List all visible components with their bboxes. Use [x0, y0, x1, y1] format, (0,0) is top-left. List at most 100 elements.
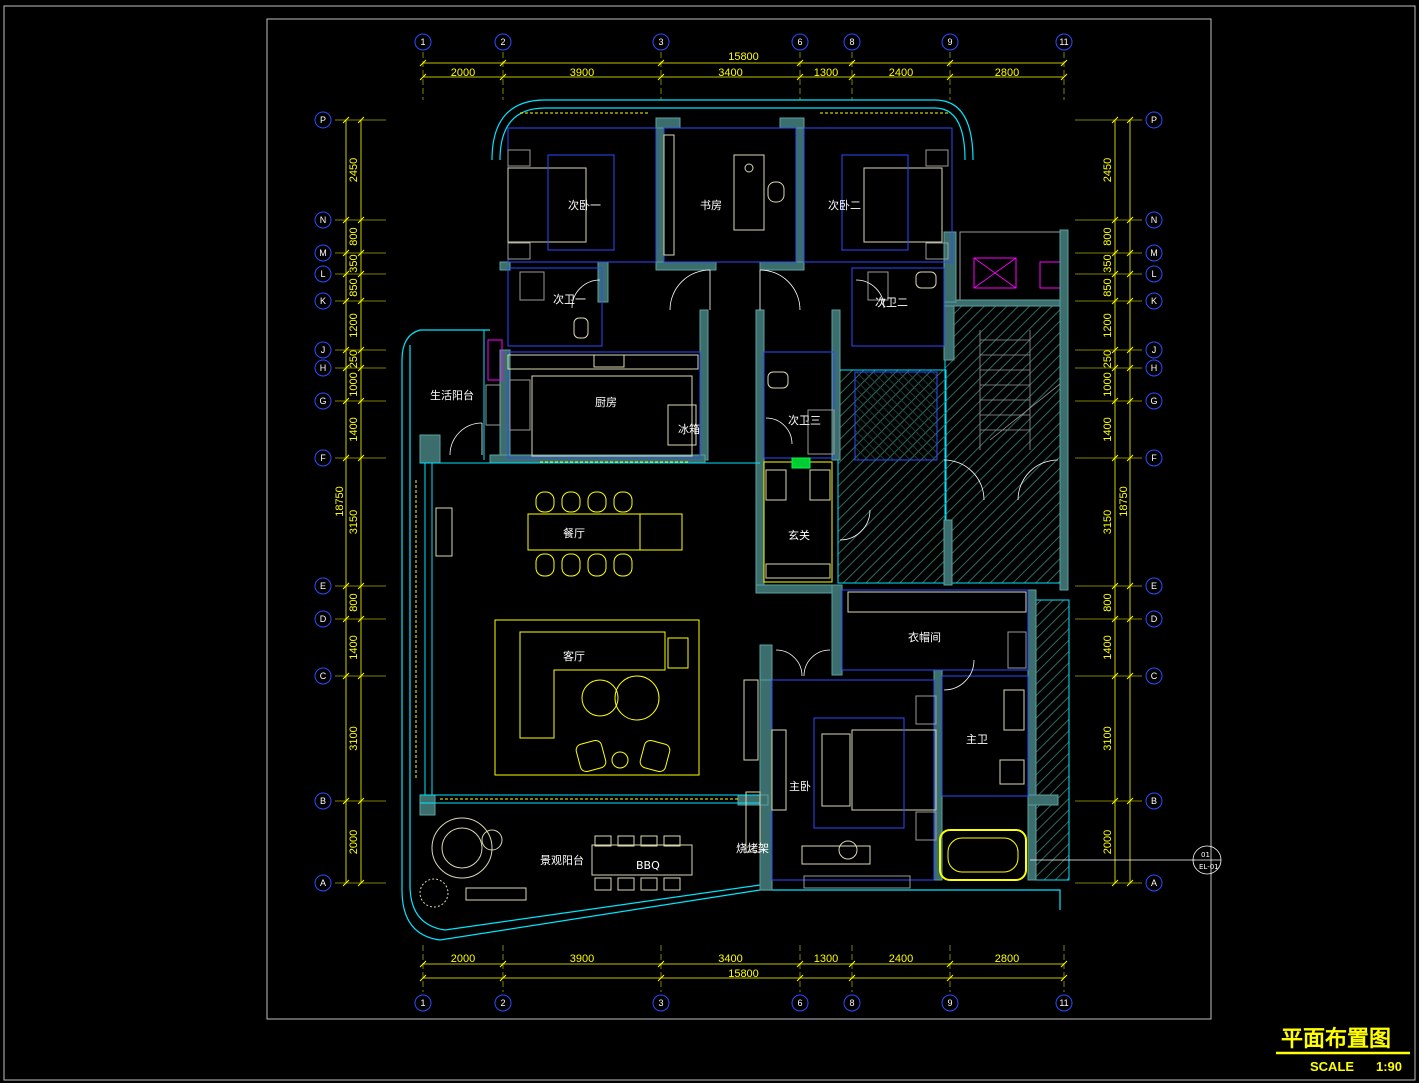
- dim-right-segment: 1400: [1102, 635, 1114, 659]
- room-labels: 次卧一 书房 次卧二 次卫一 次卫二 次卫三 生活阳台 厨房 冰箱 餐厅 玄关 …: [430, 198, 988, 872]
- room-label-bedroom2: 次卧二: [828, 198, 861, 212]
- axis-left-label: P: [320, 115, 326, 125]
- axis-top-bubble: [791, 33, 809, 51]
- drawing-title: 平面布置图: [1281, 1026, 1391, 1052]
- axis-top-label: 1: [420, 37, 425, 47]
- dim-top-segment: 2400: [889, 67, 913, 79]
- axis-bottom-label: 3: [658, 998, 663, 1008]
- axis-right-label: D: [1151, 614, 1158, 624]
- axis-right-bubble: [1145, 341, 1163, 359]
- axis-right-bubble: [1145, 577, 1163, 595]
- axis-right-label: L: [1151, 269, 1156, 279]
- room-label-entry: 玄关: [788, 528, 810, 542]
- room-label-bath1: 次卫一: [553, 292, 586, 306]
- windows: [415, 112, 950, 800]
- dim-bottom-segment: 2800: [995, 953, 1019, 965]
- dimension-chain-left: 1875024508003508501200250100014003150800…: [334, 116, 365, 887]
- dim-top-segment: 2000: [451, 67, 475, 79]
- axis-left-bubble: [314, 610, 332, 628]
- dimension-chain-right: 1875024508003508501200250100014003150800…: [1102, 116, 1134, 887]
- dim-bottom-segment: 3900: [570, 953, 594, 965]
- dim-top-total: 15800: [728, 51, 759, 63]
- dim-top-segment: 3900: [570, 67, 594, 79]
- axis-right-bubble: [1145, 292, 1163, 310]
- axis-right-label: G: [1150, 396, 1157, 406]
- door-swings: [449, 269, 1059, 691]
- axis-left-bubble: [314, 111, 332, 129]
- axis-left-bubble: [314, 292, 332, 310]
- axis-left-label: N: [320, 215, 327, 225]
- axis-right-bubble: [1145, 792, 1163, 810]
- axis-left-label: D: [320, 614, 327, 624]
- room-label-utility-balcony: 生活阳台: [430, 388, 474, 402]
- dim-left-segment: 250: [348, 350, 360, 368]
- room-label-bath2: 次卫二: [875, 295, 908, 309]
- partitions: [420, 127, 1029, 881]
- axis-bottom-label: 6: [797, 998, 802, 1008]
- exterior-envelope: [401, 99, 1061, 941]
- axis-right-bubble: [1145, 610, 1163, 628]
- axis-left-label: C: [320, 671, 327, 681]
- furniture: [419, 134, 1027, 908]
- bathroom-fixtures: [519, 271, 1027, 669]
- axis-top-bubble: [941, 33, 959, 51]
- dim-right-total: 18750: [1118, 486, 1130, 517]
- axis-right-label: M: [1150, 248, 1158, 258]
- dim-top-segment: 3400: [718, 67, 742, 79]
- axis-right-bubble: [1145, 392, 1163, 410]
- axis-left-bubble: [314, 265, 332, 283]
- detail-callout-sheet: EL-01: [1199, 863, 1219, 871]
- detail-callout-number: 01: [1201, 851, 1210, 859]
- axis-left-bubble: [314, 211, 332, 229]
- dim-left-segment: 1000: [348, 372, 360, 396]
- axis-bottom-label: 1: [420, 998, 425, 1008]
- axis-top-bubble: [494, 33, 512, 51]
- axis-right-label: P: [1151, 115, 1157, 125]
- axis-top-bubble: [1055, 33, 1073, 51]
- room-label-bedroom1: 次卧一: [568, 198, 601, 212]
- axis-bottom-label: 2: [500, 998, 505, 1008]
- axis-left-bubble: [314, 577, 332, 595]
- axis-right-label: H: [1151, 363, 1158, 373]
- axis-top-bubble: [843, 33, 861, 51]
- axis-top-label: 8: [849, 37, 854, 47]
- axis-left-label: G: [319, 396, 326, 406]
- axis-right-label: J: [1152, 345, 1157, 355]
- axis-right-bubble: [1145, 244, 1163, 262]
- axis-right-bubble: [1145, 265, 1163, 283]
- axis-left-bubble: [314, 792, 332, 810]
- axis-top-bubble: [652, 33, 670, 51]
- axis-top-label: 6: [797, 37, 802, 47]
- room-label-living: 客厅: [563, 649, 585, 663]
- axis-left-label: H: [320, 363, 327, 373]
- dim-left-segment: 2450: [348, 158, 360, 182]
- axis-left-bubble: [314, 341, 332, 359]
- dim-right-segment: 800: [1102, 227, 1114, 245]
- axis-left-bubble: [314, 392, 332, 410]
- dim-right-segment: 3150: [1102, 510, 1114, 534]
- dim-left-segment: 1400: [348, 417, 360, 441]
- dim-left-segment: 350: [348, 254, 360, 272]
- room-label-fridge: 冰箱: [678, 422, 700, 436]
- axis-top-label: 9: [947, 37, 952, 47]
- room-label-master-bath: 主卫: [966, 733, 988, 746]
- axis-left-label: K: [320, 296, 326, 306]
- axis-right-bubble: [1145, 449, 1163, 467]
- dim-right-segment: 1000: [1102, 372, 1114, 396]
- dim-right-segment: 350: [1102, 254, 1114, 272]
- axis-left-label: F: [320, 453, 326, 463]
- axis-bottom-bubble: [652, 994, 670, 1012]
- axis-top-bubble: [414, 33, 432, 51]
- axis-left-bubble: [314, 449, 332, 467]
- room-label-view-balcony: 景观阳台: [540, 853, 584, 867]
- dim-right-segment: 2000: [1102, 830, 1114, 854]
- axis-left-label: M: [319, 248, 327, 258]
- dim-bottom-segment: 3400: [718, 953, 742, 965]
- axis-right-label: E: [1151, 581, 1157, 591]
